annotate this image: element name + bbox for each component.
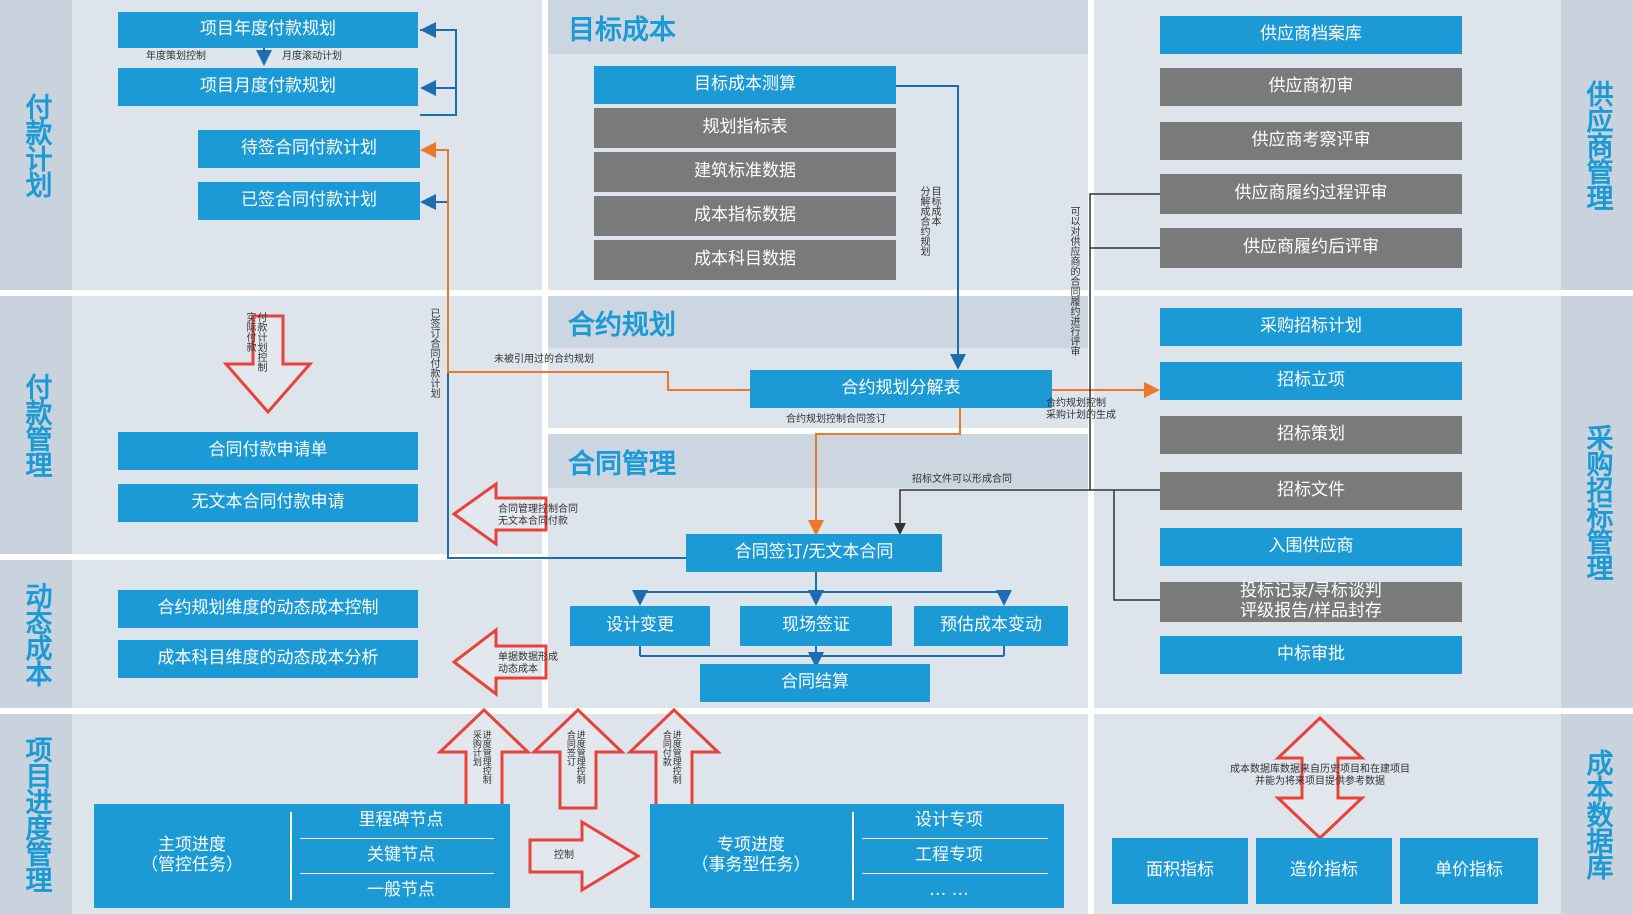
price-index-box[interactable]: 造价指标 — [1256, 838, 1392, 904]
cost-index-box[interactable]: 成本指标数据 — [594, 196, 896, 236]
contract-plan-header: 合约规划 — [548, 296, 1088, 348]
pay-mgmt-sidebar: 付款管理 — [0, 296, 72, 554]
procure-gen-label: 合约规划控制 采购计划的生成 — [1046, 398, 1116, 421]
bid-records-line-1: 投标记录/寻标谈判 — [1240, 581, 1382, 602]
supplier-initial-box[interactable]: 供应商初审 — [1160, 68, 1462, 106]
monthly-pay-plan-box[interactable]: 项目月度付款规划 — [118, 68, 418, 106]
no-text-pay-apply-box[interactable]: 无文本合同付款申请 — [118, 484, 418, 522]
general-node[interactable]: 一般节点 — [367, 880, 435, 901]
up-label-2: 进度管理控制 合同签订 — [564, 730, 585, 784]
supplier-eval-vertical-label: 可以对供应商的合同履约进行评审 — [1068, 206, 1079, 356]
main-progress-box[interactable]: 主项进度 （管控任务） 里程碑节点 关键节点 一般节点 — [94, 804, 510, 908]
special-progress-line-1: 专项进度 — [717, 835, 785, 856]
supplier-sidebar: 供应商管理 — [1561, 0, 1633, 290]
node-divider-2 — [300, 873, 494, 874]
area-index-box[interactable]: 面积指标 — [1112, 838, 1248, 904]
dynamic-by-plan-box[interactable]: 合约规划维度的动态成本控制 — [118, 590, 418, 628]
main-progress-title: 主项进度 （管控任务） — [94, 804, 290, 908]
data-dynamic-label: 单据数据形成 动态成本 — [498, 652, 558, 675]
procure-plan-box[interactable]: 采购招标计划 — [1160, 308, 1462, 346]
plan-index-box[interactable]: 规划指标表 — [594, 108, 896, 148]
main-progress-nodes: 里程碑节点 关键节点 一般节点 — [292, 804, 510, 908]
building-std-box[interactable]: 建筑标准数据 — [594, 152, 896, 192]
contract-sign-box[interactable]: 合同签订/无文本合同 — [686, 534, 942, 572]
special-progress-divider — [852, 812, 854, 900]
control-label: 控制 — [554, 850, 574, 861]
contract-settlement-box[interactable]: 合同结算 — [700, 664, 930, 702]
supplier-archive-box[interactable]: 供应商档案库 — [1160, 16, 1462, 54]
contract-pay-apply-box[interactable]: 合同付款申请单 — [118, 432, 418, 470]
cost-db-sidebar: 成本数据库 — [1561, 714, 1633, 914]
supplier-post-box[interactable]: 供应商履约后评审 — [1160, 228, 1462, 268]
pay-plan-sidebar: 付款计划 — [0, 0, 72, 290]
up-label-3: 进度管理控制 合同付款 — [660, 730, 681, 784]
special-progress-items: 设计专项 工程专项 … … — [854, 804, 1064, 908]
target-decompose-label: 目标成本 分解成合约规划 — [918, 186, 940, 256]
unit-index-box[interactable]: 单价指标 — [1400, 838, 1538, 904]
annual-control-label: 年度策划控制 — [146, 51, 206, 62]
progress-title: 项目进度管理 — [20, 736, 52, 892]
cost-subject-box[interactable]: 成本科目数据 — [594, 240, 896, 280]
pending-contract-plan-box[interactable]: 待签合同付款计划 — [198, 130, 420, 168]
more-special-item: … … — [929, 880, 969, 901]
dynamic-cost-title: 动态成本 — [20, 582, 52, 686]
contract-plan-table-box[interactable]: 合约规划分解表 — [750, 370, 1052, 408]
dynamic-by-subject-box[interactable]: 成本科目维度的动态成本分析 — [118, 640, 418, 678]
item-divider-1 — [862, 838, 1048, 839]
tender-project-box[interactable]: 招标立项 — [1160, 362, 1462, 400]
progress-sidebar: 项目进度管理 — [0, 714, 72, 914]
site-visa-box[interactable]: 现场签证 — [740, 606, 892, 646]
contract-pay-control-label: 合同管理控制合同 无文本合同付款 — [498, 504, 578, 527]
annual-pay-plan-box[interactable]: 项目年度付款规划 — [118, 12, 418, 48]
design-change-box[interactable]: 设计变更 — [570, 606, 710, 646]
key-node[interactable]: 关键节点 — [367, 845, 435, 866]
target-cost-header: 目标成本 — [548, 0, 1088, 54]
pay-control-label: 付款计划控制 实际付款 — [244, 312, 266, 372]
milestone-node[interactable]: 里程碑节点 — [358, 810, 444, 831]
shortlist-box[interactable]: 入围供应商 — [1160, 528, 1462, 566]
unsigned-plan-label: 未被引用过的合约规划 — [494, 354, 594, 365]
tender-strategy-box[interactable]: 招标策划 — [1160, 416, 1462, 454]
signed-plan-vertical-label: 已签订合同付款计划 — [428, 308, 439, 398]
plan-control-sign-label: 合约规划控制合同签订 — [786, 414, 886, 425]
special-progress-box[interactable]: 专项进度 （事务型任务） 设计专项 工程专项 … … — [650, 804, 1064, 908]
signed-contract-plan-box[interactable]: 已签合同付款计划 — [198, 182, 420, 220]
pay-plan-title: 付款计划 — [20, 93, 52, 197]
main-progress-line-1: 主项进度 — [158, 835, 226, 856]
design-special-item[interactable]: 设计专项 — [915, 810, 983, 831]
pay-mgmt-title: 付款管理 — [20, 373, 52, 477]
cost-db-title: 成本数据库 — [1581, 749, 1613, 879]
bid-records-box[interactable]: 投标记录/寻标谈判 评级报告/样品封存 — [1160, 582, 1462, 622]
bid-records-line-2: 评级报告/样品封存 — [1240, 601, 1382, 621]
award-approval-box[interactable]: 中标审批 — [1160, 636, 1462, 674]
tender-contract-label: 招标文件可以形成合同 — [912, 474, 1012, 485]
special-progress-line-2: （事务型任务） — [691, 855, 811, 875]
target-cost-calc-box[interactable]: 目标成本测算 — [594, 66, 896, 104]
node-divider-1 — [300, 838, 494, 839]
supplier-inspect-box[interactable]: 供应商考察评审 — [1160, 122, 1462, 160]
main-progress-divider — [290, 812, 292, 900]
dynamic-cost-sidebar: 动态成本 — [0, 560, 72, 708]
monthly-plan-label: 月度滚动计划 — [282, 51, 342, 62]
supplier-process-box[interactable]: 供应商履约过程评审 — [1160, 174, 1462, 214]
engineering-special-item[interactable]: 工程专项 — [915, 845, 983, 866]
procurement-title: 采购招标管理 — [1581, 424, 1613, 580]
cost-db-desc-label: 成本数据库数据来自历史项目和在建项目 并能为将来项目提供参考数据 — [1230, 764, 1410, 787]
supplier-title: 供应商管理 — [1581, 80, 1613, 210]
item-divider-2 — [862, 873, 1048, 874]
procurement-sidebar: 采购招标管理 — [1561, 296, 1633, 708]
dynamic-cost-panel — [0, 560, 542, 708]
special-progress-title: 专项进度 （事务型任务） — [650, 804, 852, 908]
est-cost-change-box[interactable]: 预估成本变动 — [914, 606, 1068, 646]
tender-docs-box[interactable]: 招标文件 — [1160, 472, 1462, 510]
up-label-1: 进度管理控制 采购计划 — [470, 730, 491, 784]
main-progress-line-2: （管控任务） — [141, 855, 243, 875]
